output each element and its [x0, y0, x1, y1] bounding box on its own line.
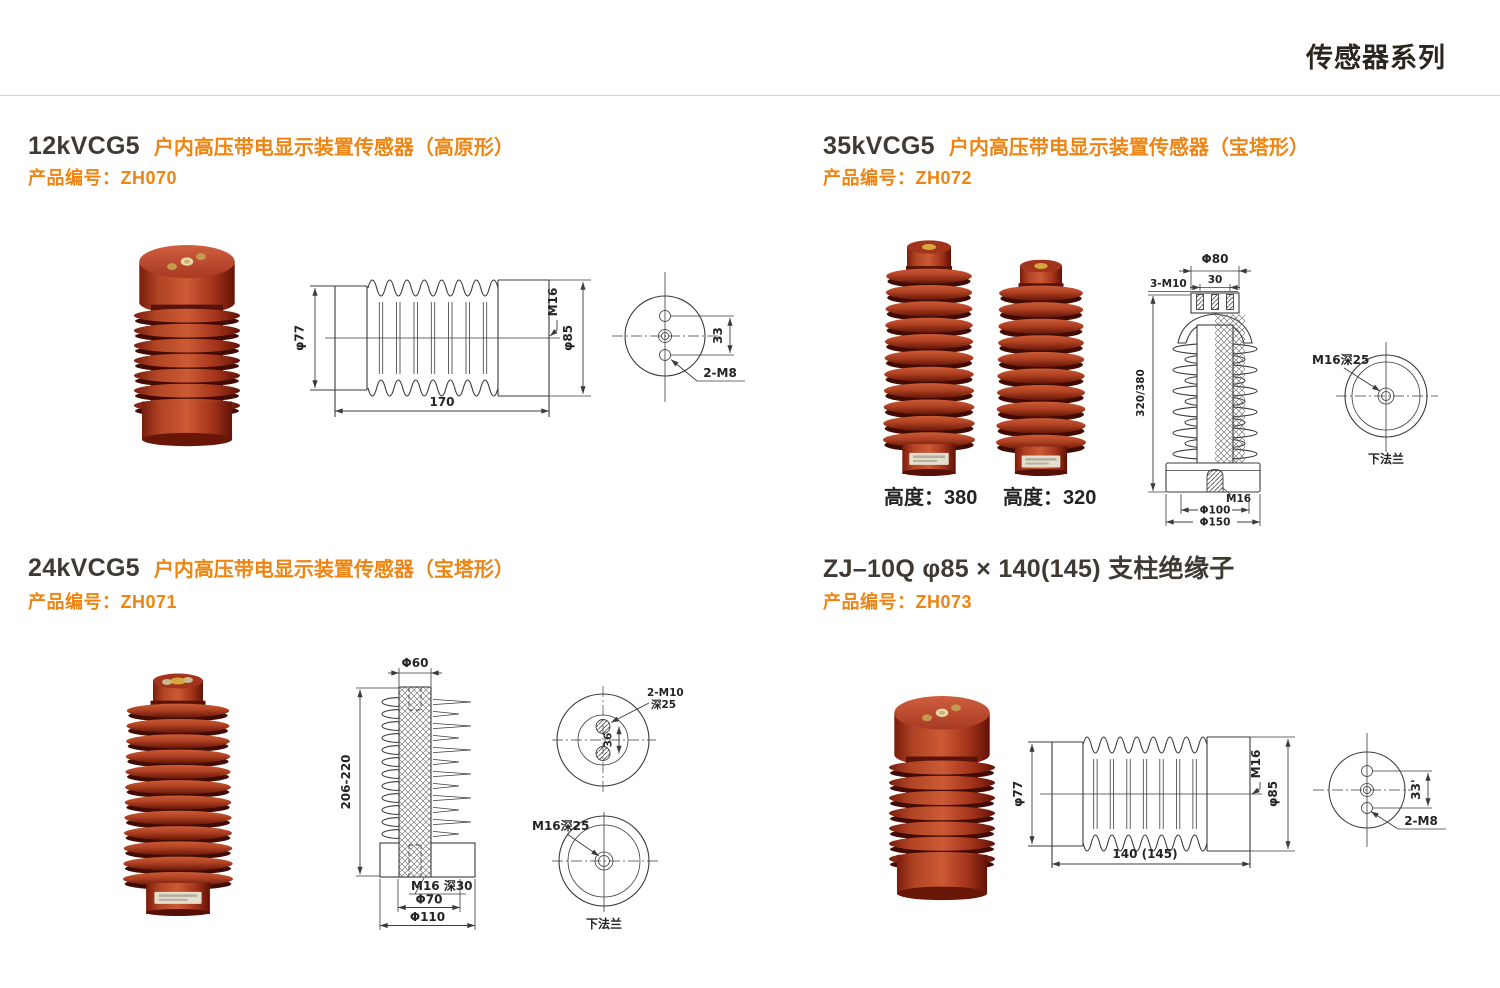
product4-title-row: ZJ–10Q φ85 × 140(145) 支柱绝缘子: [823, 549, 1235, 585]
product1-code-label: 产品编号：: [28, 168, 121, 188]
drawing-zh070: φ77 φ85 M16 170 33 2-M8: [293, 272, 745, 417]
product4-code: 产品编号：ZH073: [823, 588, 972, 614]
product1-model: 12kVCG5: [28, 132, 140, 160]
photo-label-height-380: 高度：380: [884, 487, 978, 509]
dim-length-140: 140 (145): [1112, 847, 1177, 861]
product3-code-value: ZH071: [120, 592, 178, 612]
product3-code-label: 产品编号：: [28, 592, 121, 612]
product2-code-value: ZH072: [915, 168, 973, 188]
dim-dia-85: φ85: [561, 325, 575, 351]
dim-holes-2m8: 2-M8: [703, 366, 737, 380]
dim-dia-80: Φ80: [1202, 252, 1229, 266]
dim-holes-depth25: 深25: [651, 698, 676, 711]
dim-dia-85-zh073: φ85: [1266, 781, 1280, 807]
product3-title-row: 24kVCG5 户内高压带电显示装置传感器（宝塔形）: [28, 553, 514, 583]
product2-model: 35kVCG5: [823, 132, 935, 160]
product1-title-row: 12kVCG5 户内高压带电显示装置传感器（高原形）: [28, 131, 514, 161]
dim-thread-bottom-zh071: M16 深30: [411, 878, 473, 893]
dim-thread-m16-zh073: M16: [1249, 750, 1263, 779]
dim-height-320-380: 320/380: [1135, 369, 1147, 417]
page-title: 传感器系列: [1306, 43, 1446, 73]
dim-offset-33-zh073: 33': [1409, 779, 1423, 799]
product2-code-label: 产品编号：: [823, 168, 916, 188]
dim-thread-m16: M16: [546, 288, 560, 317]
product1-code: 产品编号：ZH070: [28, 164, 177, 190]
header-divider: [0, 95, 1500, 96]
product2-title-row: 35kVCG5 户内高压带电显示装置传感器（宝塔形）: [823, 131, 1309, 161]
product3-code: 产品编号：ZH071: [28, 588, 177, 614]
dim-thread-m16-zh072: M16: [1226, 493, 1251, 505]
product1-code-value: ZH070: [120, 168, 178, 188]
product3-photo: [123, 673, 233, 916]
product2-desc: 户内高压带电显示装置传感器（宝塔形）: [948, 137, 1309, 159]
product3-desc: 户内高压带电显示装置传感器（宝塔形）: [153, 559, 514, 581]
dim-dia-77-zh073: φ77: [1011, 781, 1025, 807]
dim-side-hole-zh072: M16深25: [1312, 352, 1369, 367]
dim-dia-110: Φ110: [410, 910, 445, 924]
dim-holes-2m8-zh073: 2-M8: [1404, 814, 1438, 828]
product4-photo: [889, 696, 995, 901]
product1-photo: [134, 245, 240, 447]
product4-code-label: 产品编号：: [823, 592, 916, 612]
dim-dia-70: Φ70: [416, 893, 443, 907]
photo-label-height-320: 高度：320: [1003, 487, 1097, 509]
label-flange-zh071: 下法兰: [586, 916, 622, 931]
dim-offset-33: 33: [711, 327, 725, 344]
product1-desc: 户内高压带电显示装置传感器（高原形）: [153, 137, 514, 159]
product2-photos: [883, 240, 1086, 476]
drawing-zh072: Φ80 30 3-M10 M16 Φ100 Φ150 320/380 M16深2…: [1135, 252, 1438, 529]
drawing-zh073: φ77 φ85 M16 140 (145) 33' 2-M8: [1011, 733, 1446, 868]
dim-side-hole-zh071: M16深25: [532, 818, 589, 833]
product2-code: 产品编号：ZH072: [823, 164, 972, 190]
label-flange-zh072: 下法兰: [1368, 451, 1404, 466]
dim-dia-150: Φ150: [1200, 517, 1231, 529]
dim-length-170: 170: [429, 395, 454, 409]
dim-pitch-36: 36: [603, 733, 615, 748]
label-3m10: 3-M10: [1150, 278, 1187, 290]
dim-dia-77: φ77: [293, 325, 307, 351]
dim-dia-60: Φ60: [402, 656, 429, 670]
product3-model: 24kVCG5: [28, 554, 140, 582]
dim-height-206-220: 206-220: [339, 754, 353, 809]
dim-holes-2m10: 2-M10: [647, 687, 684, 699]
product4-model: ZJ–10Q φ85 × 140(145) 支柱绝缘子: [823, 555, 1235, 583]
product4-code-value: ZH073: [915, 592, 973, 612]
dim-dia-100: Φ100: [1200, 505, 1231, 517]
drawing-zh071: Φ60 206-220 M16 深30 Φ70 Φ110 36 2-M10 深2…: [339, 656, 684, 931]
dim-pitch-30: 30: [1208, 274, 1223, 286]
